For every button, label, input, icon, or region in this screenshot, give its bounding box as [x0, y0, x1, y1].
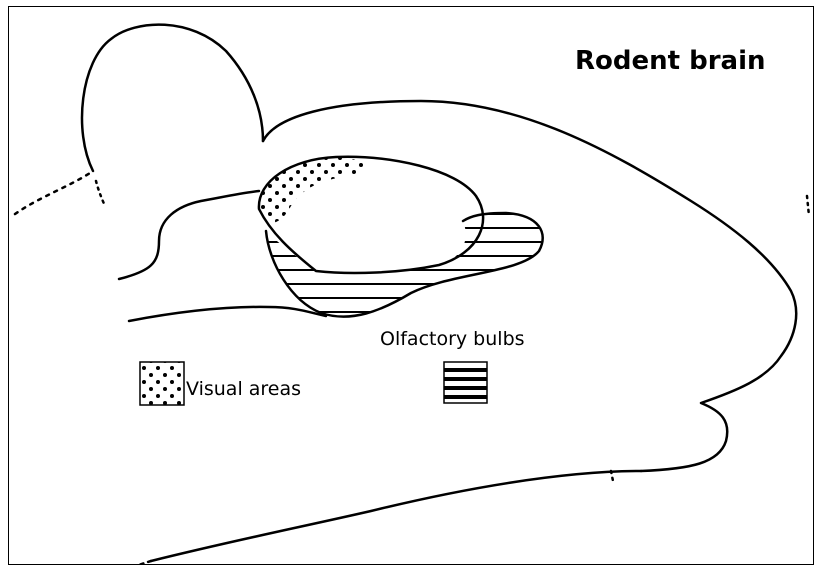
jaw-outline — [151, 471, 641, 561]
chin-dashes — [127, 561, 151, 565]
figure-frame — [8, 6, 814, 565]
ear-outline — [82, 25, 263, 171]
face-right-dashes — [807, 196, 809, 216]
forehead-dashes — [15, 171, 93, 214]
legend-olfactory-label: Olfactory bulbs — [380, 328, 525, 350]
ear-left-edge — [96, 181, 105, 206]
legend-visual-swatch — [140, 362, 184, 405]
visual-area-fill — [259, 157, 367, 223]
brainstem-lower — [129, 307, 326, 321]
brainstem-outline — [119, 191, 259, 279]
olfactory-bulb-fill — [266, 213, 543, 317]
diagram-title: Rodent brain — [575, 46, 766, 76]
legend-olfactory-swatch — [444, 362, 487, 403]
legend-visual-label: Visual areas — [186, 378, 301, 400]
rodent-head-illustration — [9, 7, 814, 565]
